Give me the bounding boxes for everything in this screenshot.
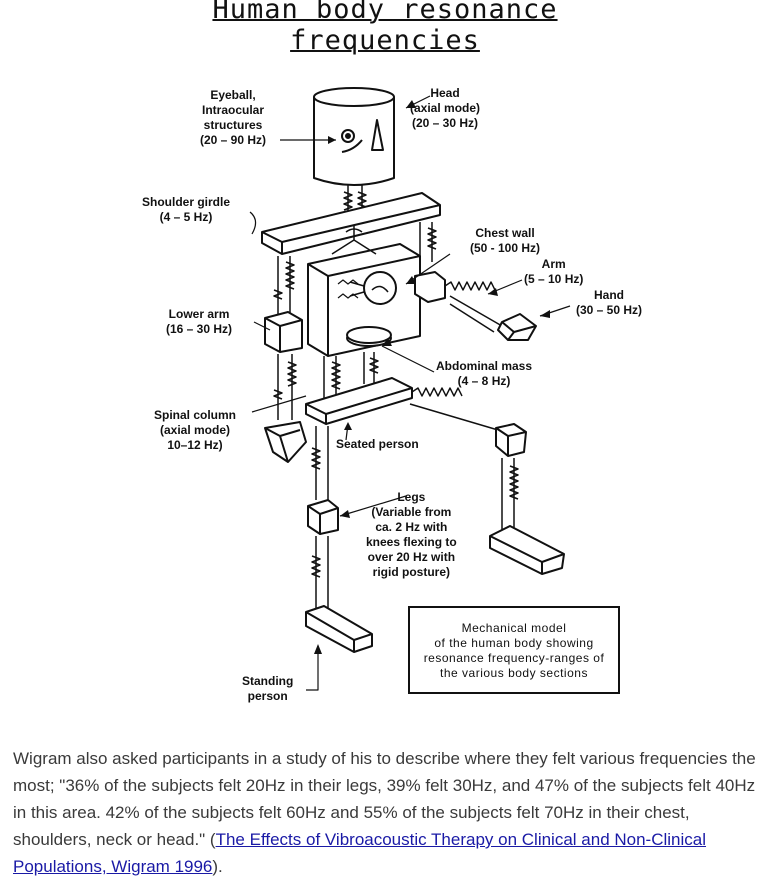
pelvis-bar bbox=[305, 377, 499, 431]
upper-arm-spring-left bbox=[273, 256, 295, 316]
lower-arm-label: Lower arm (16 – 30 Hz) bbox=[166, 307, 233, 336]
head-cylinder bbox=[313, 87, 395, 186]
arm-right bbox=[414, 271, 537, 341]
paragraph-end: ). bbox=[212, 857, 223, 876]
upper-leg-left bbox=[311, 426, 329, 500]
knee-right bbox=[495, 423, 527, 457]
leader-lines bbox=[249, 95, 571, 691]
forearm-springs-left bbox=[273, 354, 297, 420]
head-label: Head (axial mode) (20 – 30 Hz) bbox=[410, 86, 481, 130]
arm-label: Arm (5 – 10 Hz) bbox=[524, 257, 584, 286]
paragraph-text: Wigram also asked participants in a stud… bbox=[13, 749, 756, 849]
hand-label: Hand (30 – 50 Hz) bbox=[576, 288, 643, 317]
body-resonance-figure: Human body resonance frequencies bbox=[110, 0, 660, 712]
knee-left bbox=[307, 499, 339, 535]
torso-box bbox=[307, 243, 421, 357]
lower-arm-block-left bbox=[264, 311, 303, 353]
upper-arm-spring-right bbox=[419, 222, 437, 262]
foot-left bbox=[305, 605, 373, 653]
wigram-study-paragraph: Wigram also asked participants in a stud… bbox=[13, 745, 761, 880]
model-caption-box: Mechanical model of the human body showi… bbox=[408, 606, 620, 694]
abdominal-mass-label: Abdominal mass (4 – 8 Hz) bbox=[436, 359, 533, 388]
lower-leg-right bbox=[501, 458, 519, 532]
abdominal-mass bbox=[346, 326, 392, 347]
mechanical-body-model-drawing bbox=[249, 87, 571, 691]
standing-person-label: Standing person bbox=[242, 674, 294, 703]
leader-arrowheads bbox=[314, 100, 550, 654]
chest-wall-label: Chest wall (50 - 100 Hz) bbox=[470, 226, 541, 255]
chest-suspension bbox=[331, 226, 377, 255]
shoulder-girdle-label: Shoulder girdle (4 – 5 Hz) bbox=[142, 195, 231, 224]
lower-leg-left bbox=[311, 536, 329, 610]
figure-title: Human body resonance frequencies bbox=[212, 0, 558, 56]
eyeball-label: Eyeball, Intraocular structures (20 – 90… bbox=[200, 88, 267, 147]
legs-label: Legs (Variable from ca. 2 Hz with knees … bbox=[366, 490, 457, 579]
seated-person-label: Seated person bbox=[336, 437, 419, 451]
hand-left bbox=[264, 421, 307, 463]
foot-right bbox=[489, 525, 565, 575]
shoulder-bar bbox=[261, 192, 441, 255]
spinal-column-label: Spinal column (axial mode) 10–12 Hz) bbox=[154, 408, 237, 452]
